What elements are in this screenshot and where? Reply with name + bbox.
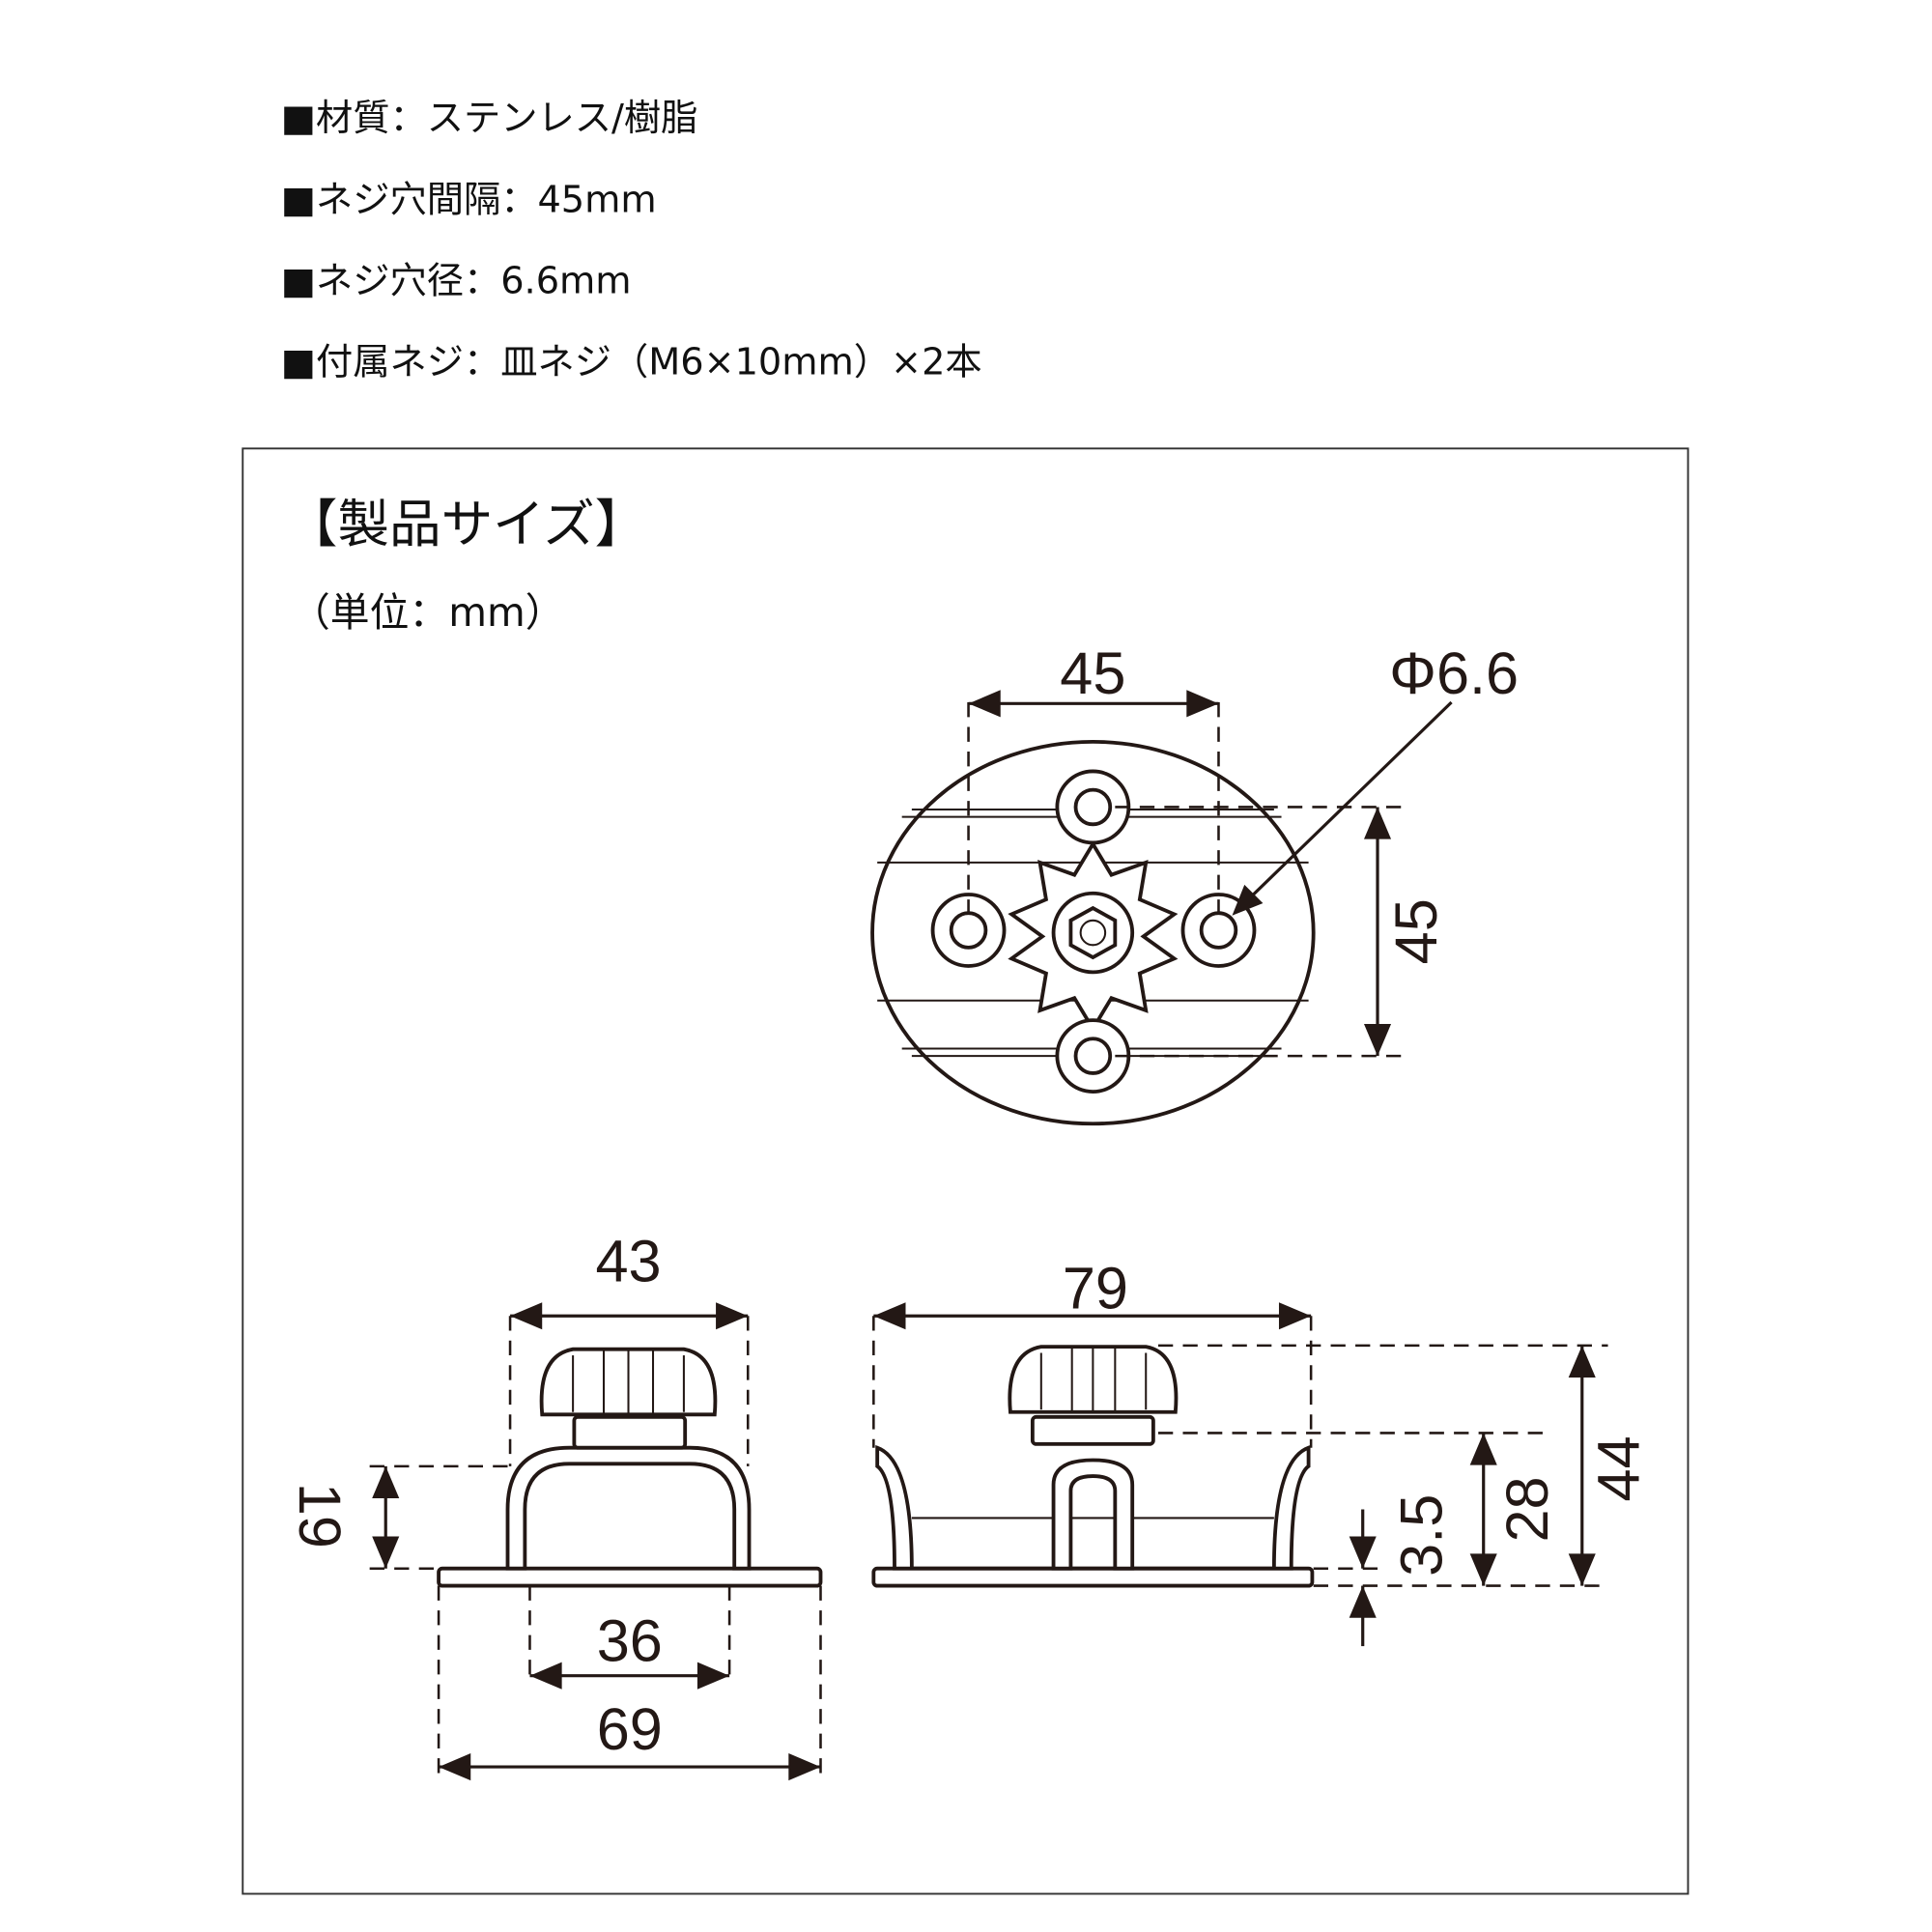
unit-label: （単位：mm） <box>291 589 564 636</box>
front-total-height-label: 44 <box>1585 1435 1651 1501</box>
side-view: 43 19 36 69 <box>287 1229 823 1781</box>
spec-screws: ■付属ネジ：皿ネジ（M6×10mm）×2本 <box>281 341 982 384</box>
hole-diameter-label: Φ6.6 <box>1389 640 1519 706</box>
diagram-frame <box>242 447 1690 1895</box>
top-width-label: 45 <box>1060 640 1125 706</box>
side-inner-width-label: 36 <box>597 1607 663 1673</box>
top-height-label: 45 <box>1383 898 1449 964</box>
front-body-height-label: 28 <box>1494 1476 1560 1542</box>
side-height-label: 19 <box>287 1483 353 1548</box>
spec-list: ■材質：ステンレス/樹脂 ■ネジ穴間隔：45mm ■ネジ穴径：6.6mm ■付属… <box>281 97 982 384</box>
top-view: 45 45 Φ6.6 <box>870 640 1519 1126</box>
front-width-label: 79 <box>1063 1256 1128 1321</box>
side-base-width-label: 69 <box>597 1696 663 1762</box>
spec-hole-diameter: ■ネジ穴径：6.6mm <box>281 260 632 303</box>
spec-material: ■材質：ステンレス/樹脂 <box>281 97 698 140</box>
front-base-thickness-label: 3.5 <box>1388 1494 1454 1577</box>
front-view: 79 44 28 3.5 <box>871 1256 1651 1647</box>
spec-hole-spacing: ■ネジ穴間隔：45mm <box>281 178 657 221</box>
side-top-width-label: 43 <box>595 1229 661 1294</box>
diagram-title: 【製品サイズ】 <box>286 494 646 554</box>
